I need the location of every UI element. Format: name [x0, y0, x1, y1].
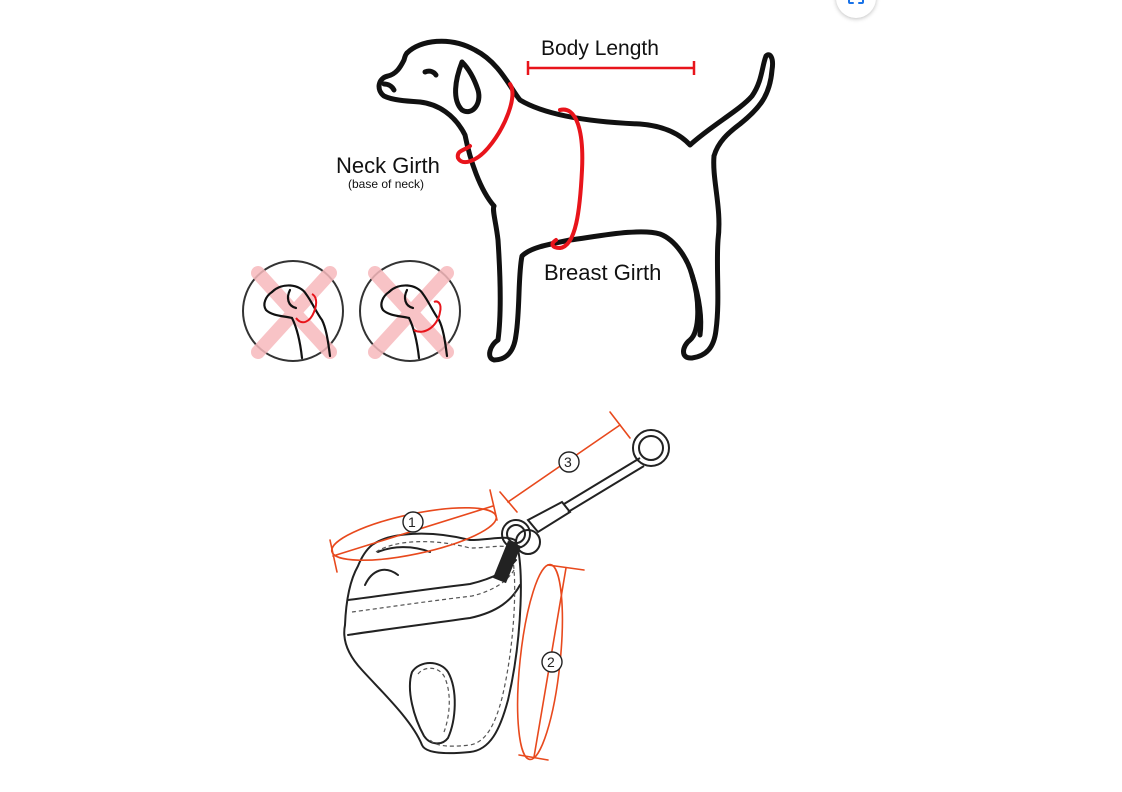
marker-2: 2 — [541, 651, 563, 673]
dog-outline — [376, 38, 775, 363]
neck-girth-loop — [455, 82, 515, 165]
neck-girth-note: (base of neck) — [348, 177, 424, 191]
svg-text:2: 2 — [547, 654, 555, 670]
marker-1: 1 — [402, 511, 424, 533]
marker-3: 3 — [558, 451, 580, 473]
body-length-label: Body Length — [541, 37, 659, 60]
harness-outline — [343, 532, 522, 755]
incorrect-example-1 — [242, 260, 344, 362]
body-length-bar — [526, 61, 696, 75]
svg-text:1: 1 — [408, 514, 416, 530]
measurement-marks — [455, 82, 585, 251]
incorrect-example-2 — [359, 260, 461, 362]
neck-girth-label: Neck Girth — [336, 153, 440, 178]
visual-search-button[interactable] — [836, 0, 876, 18]
breast-girth-loop — [550, 107, 585, 251]
svg-text:3: 3 — [564, 454, 572, 470]
harness-hardware — [501, 429, 670, 555]
harness-strap-tab — [493, 540, 521, 584]
breast-girth-label: Breast Girth — [544, 260, 661, 285]
visual-search-icon — [847, 0, 865, 10]
harness-measurements — [329, 411, 631, 761]
